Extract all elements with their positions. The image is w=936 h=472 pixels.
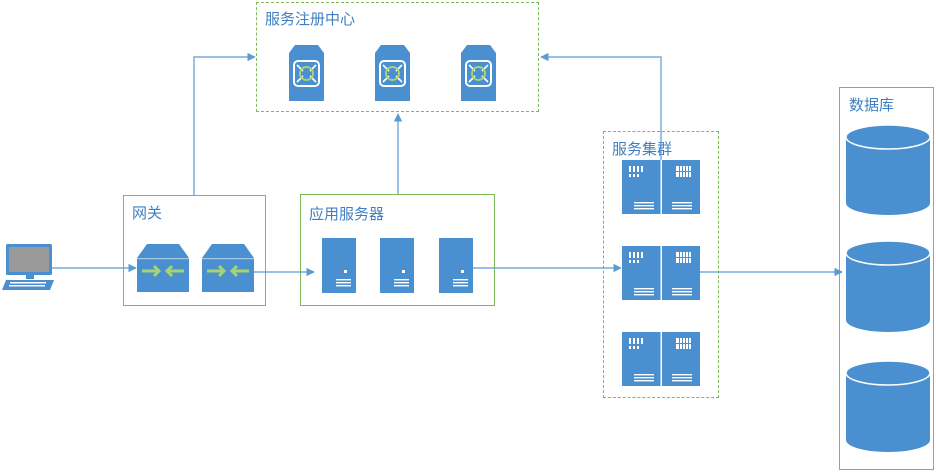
service-registry-node-icon: [289, 45, 324, 101]
app-servers-title: 应用服务器: [309, 205, 385, 223]
database-cylinder-icon: [845, 124, 931, 215]
app-servers-group: 应用服务器: [300, 194, 495, 306]
tower-server-icon: [380, 238, 414, 293]
registry-node-1: [289, 45, 324, 101]
registry-group: 服务注册中心: [256, 2, 539, 112]
rack-server-icon: [622, 246, 700, 300]
tower-server-icon: [439, 238, 473, 293]
app-server-3: [439, 238, 473, 293]
connector-cluster-to-registry: [540, 52, 662, 160]
gateway-title: 网关: [132, 204, 163, 222]
cluster-node-3: [622, 332, 700, 386]
tower-server-icon: [322, 238, 356, 293]
gateway-node-2: [202, 244, 254, 292]
database-cylinder-icon: [845, 240, 931, 332]
app-server-2: [380, 238, 414, 293]
cluster-node-1: [622, 160, 700, 214]
cluster-node-2: [622, 246, 700, 300]
database-cylinder-icon: [845, 360, 931, 452]
connector-gateway-to-registry: [193, 52, 256, 195]
registry-node-3: [461, 45, 496, 101]
service-cluster-title: 服务集群: [612, 140, 673, 158]
gateway-group: 网关: [123, 195, 266, 306]
rack-server-icon: [622, 332, 700, 386]
database-cylinder-3: [845, 360, 931, 452]
database-group: 数据库: [839, 87, 934, 470]
registry-title: 服务注册中心: [265, 10, 356, 28]
gateway-switch-icon: [137, 244, 189, 292]
desktop-computer-icon: [2, 244, 54, 290]
gateway-node-1: [137, 244, 189, 292]
gateway-switch-icon: [202, 244, 254, 292]
registry-node-2: [375, 45, 410, 101]
database-title: 数据库: [849, 96, 895, 114]
rack-server-icon: [622, 160, 700, 214]
service-registry-node-icon: [461, 45, 496, 101]
database-cylinder-2: [845, 240, 931, 332]
database-cylinder-1: [845, 124, 931, 215]
app-server-1: [322, 238, 356, 293]
service-registry-node-icon: [375, 45, 410, 101]
